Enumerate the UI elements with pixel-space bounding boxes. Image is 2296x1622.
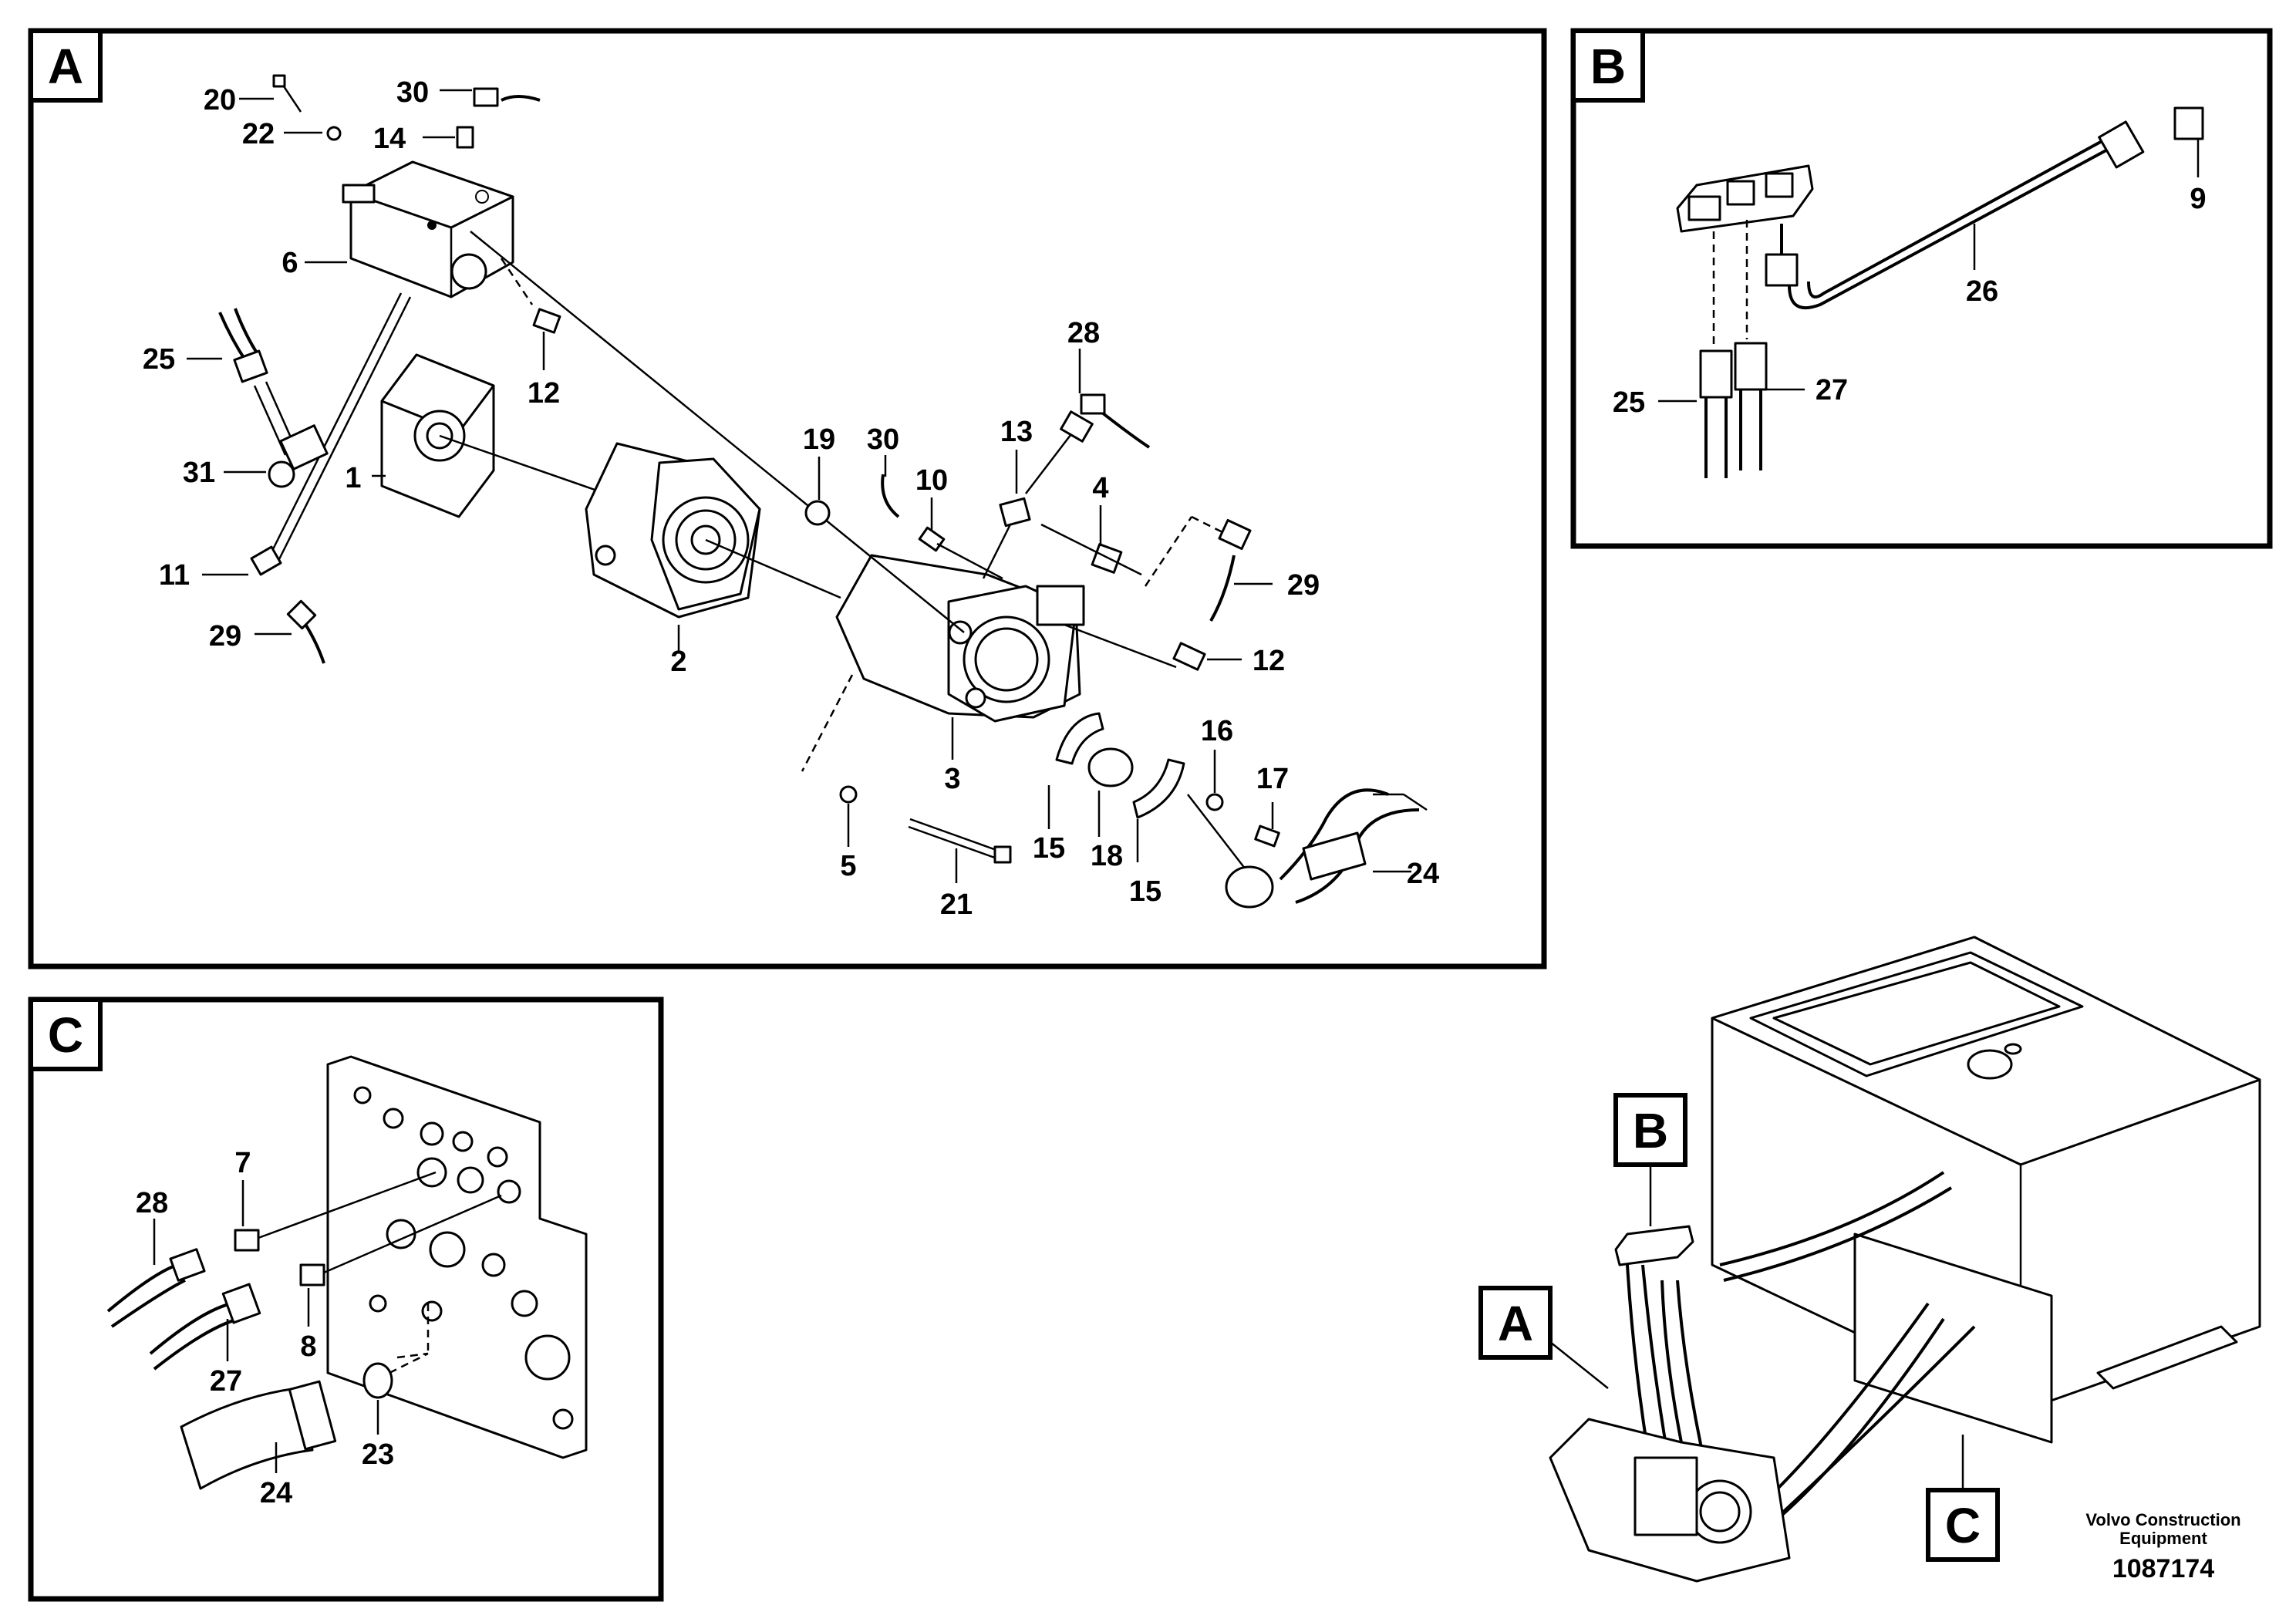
callout-18: 18 xyxy=(1091,840,1123,872)
callout-16: 16 xyxy=(1201,715,1233,747)
callout-27-c: 27 xyxy=(210,1365,242,1398)
callout-2: 2 xyxy=(670,646,686,678)
callout-29: 29 xyxy=(209,620,241,653)
overview-tag-c: C xyxy=(1926,1435,2000,1562)
panel-c-tag xyxy=(29,997,103,1071)
panel-c-label: C xyxy=(48,1007,83,1063)
panel-c-frame xyxy=(28,996,664,1602)
callout-12b: 12 xyxy=(1253,645,1285,677)
overview-tag-a: A xyxy=(1478,1286,1609,1389)
cover-plate xyxy=(380,353,495,518)
footer: Volvo Construction Equipment 1087174 xyxy=(2085,1510,2240,1583)
callout-15: 15 xyxy=(1033,832,1065,865)
footer-drawing-number: 1087174 xyxy=(2112,1554,2214,1583)
callouts-a: 20 30 22 14 6 12 25 31 1 11 29 28 19 30 … xyxy=(143,76,1439,921)
panel-b-tag xyxy=(1571,29,1645,103)
callout-5: 5 xyxy=(840,850,856,882)
panel-a-label: A xyxy=(48,39,83,94)
callout-7: 7 xyxy=(234,1147,251,1179)
overview-tag-b: B xyxy=(1613,1093,1687,1226)
callout-28-c: 28 xyxy=(136,1187,168,1219)
callouts-c: 7 28 27 8 24 23 xyxy=(136,1147,394,1509)
callout-4: 4 xyxy=(1092,472,1108,504)
callout-10: 10 xyxy=(915,464,948,497)
overview-assembly: A B C xyxy=(1478,936,2261,1583)
callout-23: 23 xyxy=(362,1438,394,1471)
callout-21: 21 xyxy=(940,889,973,921)
valve-plate xyxy=(326,1055,588,1459)
panel-a-tag xyxy=(29,29,103,103)
callout-6: 6 xyxy=(282,247,298,279)
panel-b: B 9 26 25 27 xyxy=(1570,28,2273,549)
callout-1: 1 xyxy=(345,462,361,494)
callout-12: 12 xyxy=(528,377,560,410)
callout-17: 17 xyxy=(1256,763,1289,795)
callout-14: 14 xyxy=(373,123,406,155)
overview-label-a: A xyxy=(1498,1296,1533,1351)
callout-19: 19 xyxy=(803,423,835,456)
panel-a-frame xyxy=(28,28,1547,969)
valve-block xyxy=(342,160,514,298)
panel-c: C xyxy=(28,996,664,1602)
footer-company-line1: Volvo Construction xyxy=(2085,1510,2240,1529)
callout-25-b: 25 xyxy=(1613,386,1645,419)
callout-28: 28 xyxy=(1067,317,1100,349)
callout-22: 22 xyxy=(242,118,275,150)
panel-a: A xyxy=(28,28,1547,969)
callout-24-c: 24 xyxy=(260,1477,292,1509)
callout-3: 3 xyxy=(944,763,960,795)
overview-label-b: B xyxy=(1633,1103,1668,1158)
callout-31: 31 xyxy=(183,457,215,489)
callout-24: 24 xyxy=(1407,858,1439,890)
callout-15b: 15 xyxy=(1129,875,1161,908)
callout-8: 8 xyxy=(300,1330,316,1363)
callout-13: 13 xyxy=(1000,416,1033,448)
panel-b-label: B xyxy=(1590,39,1626,94)
callouts-b: 9 26 25 27 xyxy=(1613,183,2207,419)
callout-11: 11 xyxy=(159,559,190,592)
callout-30b: 30 xyxy=(867,423,899,456)
main-pump xyxy=(835,554,1085,723)
callout-20: 20 xyxy=(204,84,236,116)
callout-30: 30 xyxy=(396,76,429,109)
callout-leaders-b xyxy=(1658,139,2200,403)
callout-27-b: 27 xyxy=(1816,374,1848,406)
footer-company-line2: Equipment xyxy=(2119,1529,2207,1548)
panel-b-frame xyxy=(1570,28,2273,549)
manifold-bracket xyxy=(1676,164,1814,233)
callout-25: 25 xyxy=(143,343,175,376)
callout-26: 26 xyxy=(1966,275,1998,308)
callout-leaders-a xyxy=(187,89,1411,883)
overview-label-c: C xyxy=(1945,1498,1981,1553)
callout-29b: 29 xyxy=(1287,569,1320,602)
callout-9: 9 xyxy=(2190,183,2206,215)
callout-leaders-c xyxy=(153,1180,379,1473)
hydraulic-motor xyxy=(585,442,761,619)
